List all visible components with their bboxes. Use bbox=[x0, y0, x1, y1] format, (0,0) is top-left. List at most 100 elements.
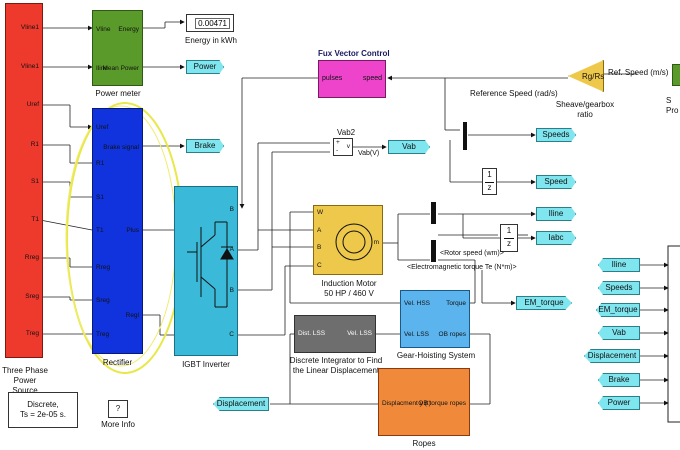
goto-speed[interactable]: Speed bbox=[536, 175, 576, 189]
from-tag-displacement[interactable]: Displacement bbox=[584, 349, 640, 363]
igbt-symbol-icon bbox=[187, 221, 234, 308]
unit-delay-1[interactable]: 1 z bbox=[482, 168, 497, 195]
rect-port-treg: Treg bbox=[96, 331, 110, 338]
ropes-port-displacement: Displacment y (t) bbox=[382, 400, 431, 407]
source-port-4: R1 bbox=[30, 141, 39, 148]
unit-delay-2[interactable]: 1 z bbox=[500, 224, 518, 252]
goto-brake[interactable]: Brake bbox=[186, 139, 224, 153]
energy-value: 0.00471 bbox=[195, 18, 230, 29]
more-info-symbol: ? bbox=[115, 404, 121, 413]
gh-port-vel-hss: Vel. HSS bbox=[404, 300, 431, 307]
rect-out-regl: Regl bbox=[125, 312, 139, 319]
rect-port-sreg: Sreg bbox=[96, 297, 110, 304]
meter-in-iline: Iline bbox=[96, 65, 108, 72]
gh-port-vel-lss: Vel. LSS bbox=[404, 331, 429, 338]
source-port-1: Vline1 bbox=[20, 24, 39, 31]
gh-port-torque: Torque bbox=[446, 300, 466, 307]
vab2-signal: Vab(V) bbox=[358, 150, 380, 157]
goto-iabc[interactable]: Iabc bbox=[536, 231, 576, 245]
gear-hoisting-caption: Gear-Hoisting System bbox=[396, 351, 476, 360]
igbt-port-b-top: B bbox=[229, 206, 234, 213]
rect-port-t1: T1 bbox=[96, 227, 104, 234]
source-port-7: Rreg bbox=[24, 254, 39, 261]
igbt-caption: IGBT Inverter bbox=[182, 360, 230, 369]
from-tag-iline[interactable]: Iline bbox=[598, 258, 640, 272]
unit-delay-2-den: z bbox=[507, 239, 511, 248]
meter-out-mean-power: Mean Power bbox=[102, 65, 140, 72]
gear-hoisting-block[interactable]: Vel. HSS Torque Vel. LSS OB ropes bbox=[400, 290, 470, 348]
integrator-port-dist: Dist. LSS bbox=[298, 330, 326, 337]
more-info-caption: More Info bbox=[101, 420, 135, 429]
motor-caption: Induction Motor 50 HP / 460 V bbox=[321, 279, 377, 298]
motor-port-c: C bbox=[317, 262, 322, 269]
ropes-caption: Ropes bbox=[412, 439, 436, 448]
motor-port-w: W bbox=[317, 209, 324, 216]
powergui-line1: Discrete, bbox=[27, 400, 59, 409]
goto-vab[interactable]: Vab bbox=[388, 140, 430, 154]
ropes-block[interactable]: Displacment y (t) OB torque ropes bbox=[378, 368, 470, 436]
energy-display[interactable]: 0.00471 bbox=[186, 14, 234, 32]
source-port-2: Vline1 bbox=[20, 63, 39, 70]
rectifier-block[interactable]: Uref R1 S1 T1 Rreg Sreg Treg Brake signa… bbox=[92, 108, 143, 354]
powergui-line2: Ts = 2e-05 s. bbox=[19, 410, 67, 419]
power-meter-caption: Power meter bbox=[95, 89, 141, 98]
from-tag-brake[interactable]: Brake bbox=[598, 373, 640, 387]
igbt-port-b: B bbox=[229, 287, 234, 294]
from-tag-vab[interactable]: Vab bbox=[598, 326, 640, 340]
more-info-button[interactable]: ? bbox=[108, 400, 128, 418]
fvc-block[interactable]: pulses speed bbox=[318, 60, 386, 98]
rect-port-uref: Uref bbox=[96, 124, 109, 131]
integrator-block[interactable]: Dist. LSS Vel. LSS bbox=[294, 315, 376, 353]
gh-port-ob-ropes: OB ropes bbox=[438, 331, 466, 338]
vab2-block[interactable]: + - v bbox=[333, 138, 353, 156]
goto-em-torque[interactable]: EM_torque bbox=[516, 296, 572, 310]
unit-delay-1-den: z bbox=[487, 183, 492, 192]
igbt-port-a: A bbox=[229, 246, 234, 253]
from-tag-em-torque[interactable]: EM_torque bbox=[596, 303, 640, 317]
igbt-inverter-block[interactable]: B A B C bbox=[174, 186, 238, 356]
source-port-6: T1 bbox=[31, 216, 39, 223]
motor-port-b: B bbox=[317, 244, 322, 251]
rect-out-plus: Plus bbox=[126, 227, 139, 234]
goto-displacement[interactable]: Displacement bbox=[213, 397, 269, 411]
ref-speed-rad-label: Reference Speed (rad/s) bbox=[470, 89, 558, 98]
motor-port-a: A bbox=[317, 227, 322, 234]
vab2-v: v bbox=[346, 143, 350, 150]
induction-motor-block[interactable]: W A B C m bbox=[313, 205, 383, 275]
power-source-caption: Three Phase Power Source bbox=[2, 366, 48, 395]
power-source-block[interactable]: Vline1 Vline1 Uref R1 S1 T1 Rreg Sreg Tr… bbox=[5, 3, 43, 358]
energy-caption: Energy in kWh bbox=[184, 36, 238, 45]
goto-power[interactable]: Power bbox=[186, 60, 224, 74]
source-port-8: Sreg bbox=[25, 293, 39, 300]
powergui-block[interactable]: Discrete, Ts = 2e-05 s. bbox=[8, 392, 78, 428]
integrator-port-vel: Vel. LSS bbox=[347, 330, 372, 337]
from-tag-speeds[interactable]: Speeds bbox=[598, 281, 640, 295]
goto-speeds[interactable]: Speeds bbox=[536, 128, 576, 142]
motor-icon bbox=[335, 223, 373, 261]
ref-speed-label: Ref. Speed (m/s) bbox=[608, 68, 669, 77]
power-meter-block[interactable]: Vline Iline Energy Mean Power bbox=[92, 10, 143, 86]
fvc-out-speed: speed bbox=[362, 75, 382, 82]
rotor-speed-label: <Rotor speed (wm)> bbox=[440, 250, 504, 257]
fvc-title: Fux Vector Control bbox=[318, 49, 390, 58]
gear-ratio-text: Rg/Rs bbox=[582, 72, 605, 81]
rectifier-caption: Rectifier bbox=[102, 358, 133, 367]
vab2-plus: + bbox=[336, 139, 340, 146]
rect-port-rreg: Rreg bbox=[96, 264, 111, 271]
from-tag-power[interactable]: Power bbox=[598, 396, 640, 410]
meter-out-energy: Energy bbox=[118, 26, 139, 33]
goto-iline[interactable]: Iline bbox=[536, 207, 576, 221]
igbt-port-c: C bbox=[229, 331, 234, 338]
unit-delay-2-num: 1 bbox=[506, 226, 512, 235]
ropes-port-ob-torque: OB torque ropes bbox=[418, 400, 466, 407]
source-port-9: Treg bbox=[25, 330, 39, 337]
speed-profile-block[interactable] bbox=[672, 64, 680, 86]
source-port-3: Uref bbox=[26, 101, 39, 108]
rect-port-s1: S1 bbox=[96, 194, 104, 201]
rect-port-r1: R1 bbox=[96, 160, 105, 167]
source-port-5: S1 bbox=[31, 178, 39, 185]
gear-ratio-caption: Sheave/gearbox ratio bbox=[555, 100, 615, 119]
meter-in-vline: Vline bbox=[96, 26, 111, 33]
vab2-minus: - bbox=[336, 147, 339, 154]
